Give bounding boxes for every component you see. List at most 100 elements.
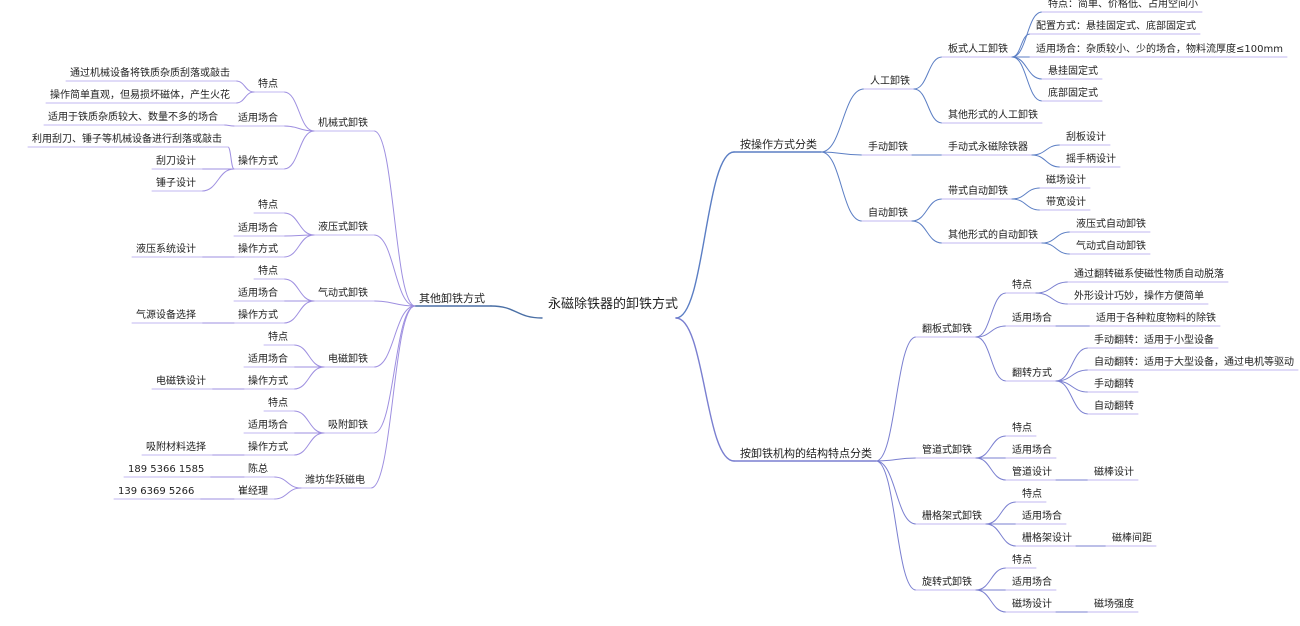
node-mindmap-left-0-children-5-children-0-children-0: 189 5366 1585 xyxy=(128,464,205,475)
node-mindmap-right-1-children-1-children-2: 管道设计 xyxy=(1012,467,1052,478)
node-mindmap-left-0-children-1: 液压式卸铁 xyxy=(318,222,368,233)
node-mindmap-left-0-children-5-children-1-children-0: 139 6369 5266 xyxy=(118,486,195,497)
node-mindmap-right-0-children-0-children-0-children-3-link xyxy=(1011,56,1043,80)
node-mindmap-right-1-children-0-children-0-children-0-link xyxy=(1035,281,1069,294)
node-mindmap-left-0-children-4-children-2-children-0: 吸附材料选择 xyxy=(146,442,206,453)
node-mindmap-left-0-children-0-children-2: 操作方式 xyxy=(238,156,278,167)
node-mindmap-left-0-children-0-children-1-children-0: 适用于铁质杂质较大、数量不多的场合 xyxy=(48,112,218,123)
node-mindmap-right-1-children-3-children-0: 特点 xyxy=(1012,555,1032,566)
node-mindmap-left-0-children-4-children-2: 操作方式 xyxy=(248,442,288,453)
node-mindmap-right-1-children-0-children-0-children-0: 通过翻转磁系使磁性物质自动脱落 xyxy=(1074,269,1224,280)
node-mindmap-right-0-children-0-children-0-children-1: 配置方式：悬挂固定式、底部固定式 xyxy=(1036,21,1196,32)
node-mindmap-right-1-children-0-children-2-children-1-link xyxy=(1055,369,1089,382)
node-mindmap-right-1-children-3-children-0-link xyxy=(975,567,1007,591)
node-mindmap-right-1-children-2-link xyxy=(875,460,917,525)
node-mindmap-right-0-children-2-children-1-children-1: 气动式自动卸铁 xyxy=(1076,241,1146,252)
node-mindmap-left-0-children-0-children-1: 适用场合 xyxy=(238,113,278,124)
node-mindmap-left-0-children-0-children-2-children-2: 锤子设计 xyxy=(156,178,196,189)
node-mindmap-left-0-children-1-children-0: 特点 xyxy=(258,200,278,211)
node-mindmap-right-1-children-0-children-2-link xyxy=(975,336,1007,382)
node-mindmap-left-0-children-3-children-2-children-0: 电磁铁设计 xyxy=(156,376,206,387)
node-mindmap-left-0-children-0-children-1-children-0-link xyxy=(223,124,235,127)
node-mindmap-left-0-children-4-link xyxy=(373,305,416,434)
node-mindmap-right-1-children-3-link xyxy=(875,460,917,591)
node-mindmap-right-0-children-0-children-1-link xyxy=(913,88,943,124)
node-mindmap-left-0-children-2-children-0-link xyxy=(283,278,315,302)
node-mindmap-right-1-children-0-children-2-children-2: 手动翻转 xyxy=(1094,379,1134,390)
node-mindmap-left-0-children-0-children-1-link xyxy=(283,125,315,132)
node-mindmap-right-1-children-1: 管道式卸铁 xyxy=(922,445,972,456)
node-mindmap-left-0-children-1-children-2-children-0: 液压系统设计 xyxy=(136,244,196,255)
node-mindmap-right-1-children-0-children-2-children-0-link xyxy=(1055,347,1089,382)
node-mindmap-right-0-children-0-children-0-children-3: 悬挂固定式 xyxy=(1048,66,1098,77)
node-mindmap-right-0-children-2-children-1-link xyxy=(911,220,943,244)
node-mindmap-right-1-children-1-children-0-link xyxy=(975,435,1007,459)
node-mindmap-right-1-children-1-link xyxy=(875,457,917,462)
node-mindmap-left-0-children-0-link xyxy=(373,130,416,307)
node-mindmap-left-0-children-3-children-1: 适用场合 xyxy=(248,354,288,365)
node-mindmap-right-0-children-2-children-1-children-0: 液压式自动卸铁 xyxy=(1076,219,1146,230)
node-mindmap-left-0-children-2-children-1: 适用场合 xyxy=(238,288,278,299)
node-mindmap-right-1-children-0-link xyxy=(875,336,917,462)
node-mindmap-right-1-children-2-children-0-link xyxy=(985,501,1017,525)
node-mindmap-right-1-children-0-children-0-children-1-link xyxy=(1035,292,1069,305)
node-mindmap-right-0: 按操作方式分类 xyxy=(740,138,817,151)
node-mindmap-right-0-children-0: 人工卸铁 xyxy=(870,76,910,87)
node-mindmap-left-0-children-4-children-0: 特点 xyxy=(268,398,288,409)
node-mindmap-right-0-children-0-children-0-children-4: 底部固定式 xyxy=(1048,88,1098,99)
node-mindmap-right-1-children-0-children-2-children-1: 自动翻转：适用于大型设备，通过电机等驱动 xyxy=(1094,357,1294,368)
node-mindmap-left-0-children-5-children-0: 陈总 xyxy=(248,464,268,475)
node-mindmap-left-0-children-5-link xyxy=(370,305,416,489)
node-mindmap-right-1-children-2-children-2-children-0: 磁棒间距 xyxy=(1112,533,1152,544)
node-mindmap-right-1-children-0: 翻板式卸铁 xyxy=(922,324,972,335)
node-mindmap-left-0-children-3-children-0: 特点 xyxy=(268,332,288,343)
node-mindmap-right-0-children-0-link xyxy=(820,88,865,153)
node-mindmap-left-0-children-1-children-1: 适用场合 xyxy=(238,223,278,234)
root-topic: 永磁除铁器的卸铁方式 xyxy=(548,297,679,312)
node-mindmap-right-0-children-0-children-0-children-2: 适用场合：杂质较小、少的场合，物料流厚度≤100mm xyxy=(1036,44,1283,55)
node-mindmap-right-0-children-2-children-1-children-0-link xyxy=(1041,231,1071,244)
node-mindmap-left-0-children-0-children-2-children-0: 利用刮刀、锤子等机械设备进行刮落或敲击 xyxy=(32,134,222,145)
node-mindmap-left-0-children-0-children-0-children-0-link xyxy=(235,80,255,93)
node-mindmap-left-0-children-2-children-2-children-0: 气源设备选择 xyxy=(136,310,196,321)
node-mindmap-left-0-children-1-children-2: 操作方式 xyxy=(238,244,278,255)
node-mindmap-left-0-children-1-children-0-link xyxy=(283,212,315,236)
node-mindmap-right-1-children-0-children-1: 适用场合 xyxy=(1012,313,1052,324)
node-mindmap-left-0-children-2-children-2: 操作方式 xyxy=(238,310,278,321)
node-mindmap-right-0-children-0-children-1: 其他形式的人工卸铁 xyxy=(948,110,1038,121)
node-mindmap-right-1-children-0-children-2-children-0: 手动翻转：适用于小型设备 xyxy=(1094,335,1214,346)
node-mindmap-left-0-children-2-children-0: 特点 xyxy=(258,266,278,277)
node-mindmap-right-0-children-2-children-0-children-1: 带宽设计 xyxy=(1046,197,1086,208)
node-mindmap-right-0-children-1-children-0-children-1: 摇手柄设计 xyxy=(1066,154,1116,165)
node-mindmap-left-0-children-4-children-2-link xyxy=(293,432,325,456)
node-mindmap-right-0-children-2-children-0-link xyxy=(911,198,943,222)
node-mindmap-right-0-children-2-children-0-children-0: 磁场设计 xyxy=(1046,175,1086,186)
node-mindmap-left-0: 其他卸铁方式 xyxy=(419,292,485,305)
node-mindmap-left-0-children-0-children-0-children-1: 操作简单直观，但易损坏磁体，产生火花 xyxy=(50,90,230,101)
node-mindmap-right-1-children-0-children-0-link xyxy=(975,292,1007,338)
node-mindmap-right-0-children-2-children-0: 带式自动卸铁 xyxy=(948,186,1008,197)
node-mindmap-left-0-children-1-link xyxy=(373,234,416,307)
node-mindmap-right-1-children-1-children-2-children-0: 磁棒设计 xyxy=(1094,467,1134,478)
node-mindmap-right-1-children-2-children-2: 栅格架设计 xyxy=(1022,533,1072,544)
node-mindmap-right-0-children-0-children-0: 板式人工卸铁 xyxy=(948,44,1008,55)
node-mindmap-right-0-children-0-children-0-link xyxy=(913,56,943,90)
node-mindmap-right-0-children-0-children-0-children-0: 特点：简单、价格低、占用空间小 xyxy=(1048,0,1198,10)
node-mindmap-right-1-link xyxy=(675,317,735,462)
node-mindmap-left-0-children-0-children-0-children-0: 通过机械设备将铁质杂质刮落或敲击 xyxy=(70,68,230,79)
node-mindmap-left-0-children-0-children-2-link xyxy=(283,130,315,170)
node-mindmap-right-1-children-3: 旋转式卸铁 xyxy=(922,577,972,588)
node-mindmap-right-1-children-1-children-1: 适用场合 xyxy=(1012,445,1052,456)
node-mindmap-right-1-children-3-children-2-children-0: 磁场强度 xyxy=(1094,599,1134,610)
node-mindmap-right-1-children-2-children-0: 特点 xyxy=(1022,489,1042,500)
node-mindmap-right-1-children-0-children-1-link xyxy=(975,325,1007,338)
node-mindmap-left-0-children-2-children-2-link xyxy=(283,300,315,324)
node-mindmap-right-0-children-0-children-0-children-1-link xyxy=(1011,33,1031,58)
node-mindmap-right-0-children-2: 自动卸铁 xyxy=(868,208,908,219)
node-mindmap-left-0-children-2: 气动式卸铁 xyxy=(318,288,368,299)
node-mindmap-right-0-children-0-children-0-children-4-link xyxy=(1011,56,1043,102)
node-mindmap-left-0-children-0-children-2-children-0-link xyxy=(227,146,235,170)
node-mindmap-left-0-children-3-link xyxy=(373,305,416,368)
node-mindmap-right-0-children-1-children-0-children-0: 刮板设计 xyxy=(1066,132,1106,143)
